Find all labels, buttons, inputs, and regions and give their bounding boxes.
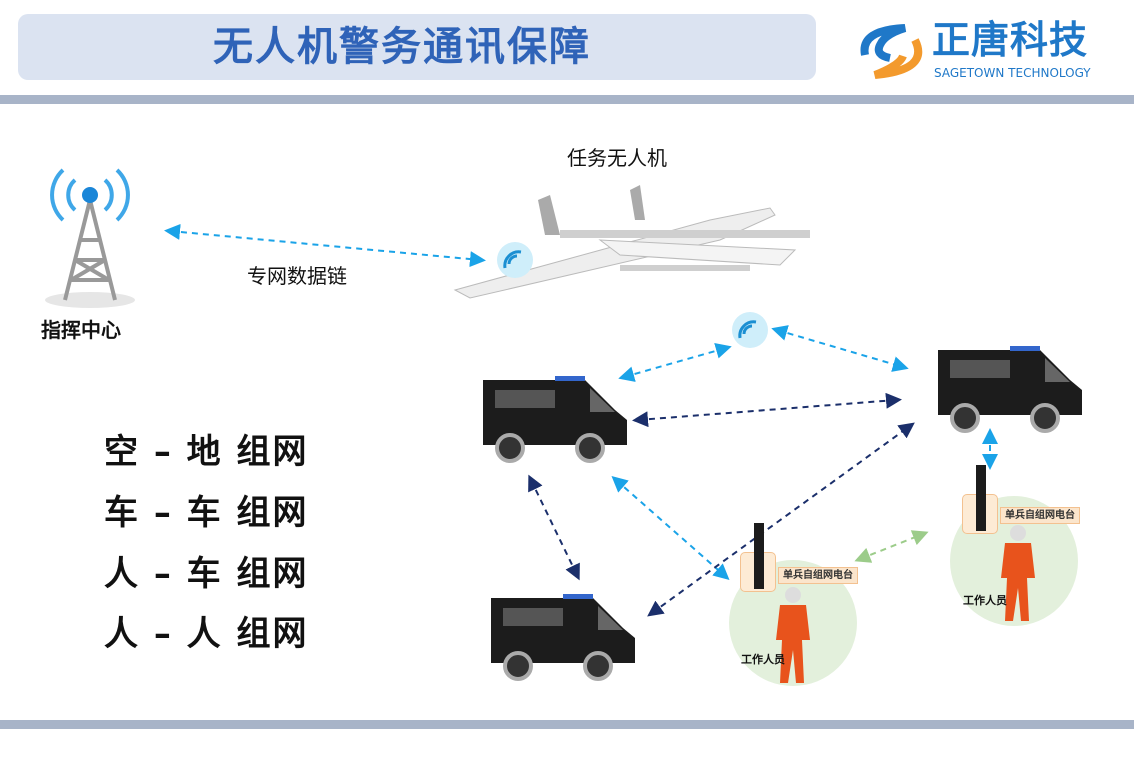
bottom-divider: [0, 720, 1134, 729]
mode-person-vehicle: 人 – 车 组网: [104, 554, 309, 594]
logo-name-cn: 正唐科技: [932, 18, 1089, 62]
link-van3-van2: [647, 422, 915, 617]
police-van-1: [483, 376, 627, 463]
mode-person-person: 人 – 人 组网: [104, 614, 309, 654]
police-van-3: [491, 594, 635, 681]
worker-label-2: 工作人员: [963, 594, 1007, 607]
worker-label-1: 工作人员: [741, 653, 785, 666]
command-center-label: 指挥中心: [41, 318, 121, 342]
drone-icon: [453, 185, 810, 299]
page-title: 无人机警务通讯保障: [213, 24, 591, 70]
worker-icon-2: [1001, 525, 1035, 621]
private-link-label: 专网数据链: [247, 264, 347, 288]
mode-vehicle-vehicle: 车 – 车 组网: [104, 493, 309, 533]
drone-signal-icon-2: [732, 312, 768, 348]
worker-icon-1: [776, 587, 810, 683]
link-van1-person1: [611, 476, 730, 580]
link-drone-van2: [771, 325, 909, 372]
link-drone-van1: [618, 343, 732, 382]
mission-drone-label: 任务无人机: [567, 146, 667, 170]
radio-label-1: 单兵自组网电台: [778, 567, 858, 584]
logo-icon: [860, 24, 923, 79]
radio-device-2: [962, 465, 998, 534]
radio-label-2: 单兵自组网电台: [1000, 507, 1080, 524]
link-van1-van3: [528, 474, 580, 581]
link-van1-van2: [632, 392, 902, 428]
link-command-drone: [164, 223, 486, 268]
mode-air-ground: 空 – 地 组网: [104, 432, 309, 472]
signal-tower-icon: [45, 168, 135, 308]
radio-device-1: [740, 523, 776, 592]
logo-name-en: SAGETOWN TECHNOLOGY: [934, 66, 1091, 80]
link-person1-person2: [854, 530, 929, 563]
drone-signal-icon: [497, 242, 533, 278]
top-divider: [0, 95, 1134, 104]
title-banner: 无人机警务通讯保障: [18, 14, 816, 80]
police-van-2: [938, 346, 1082, 433]
